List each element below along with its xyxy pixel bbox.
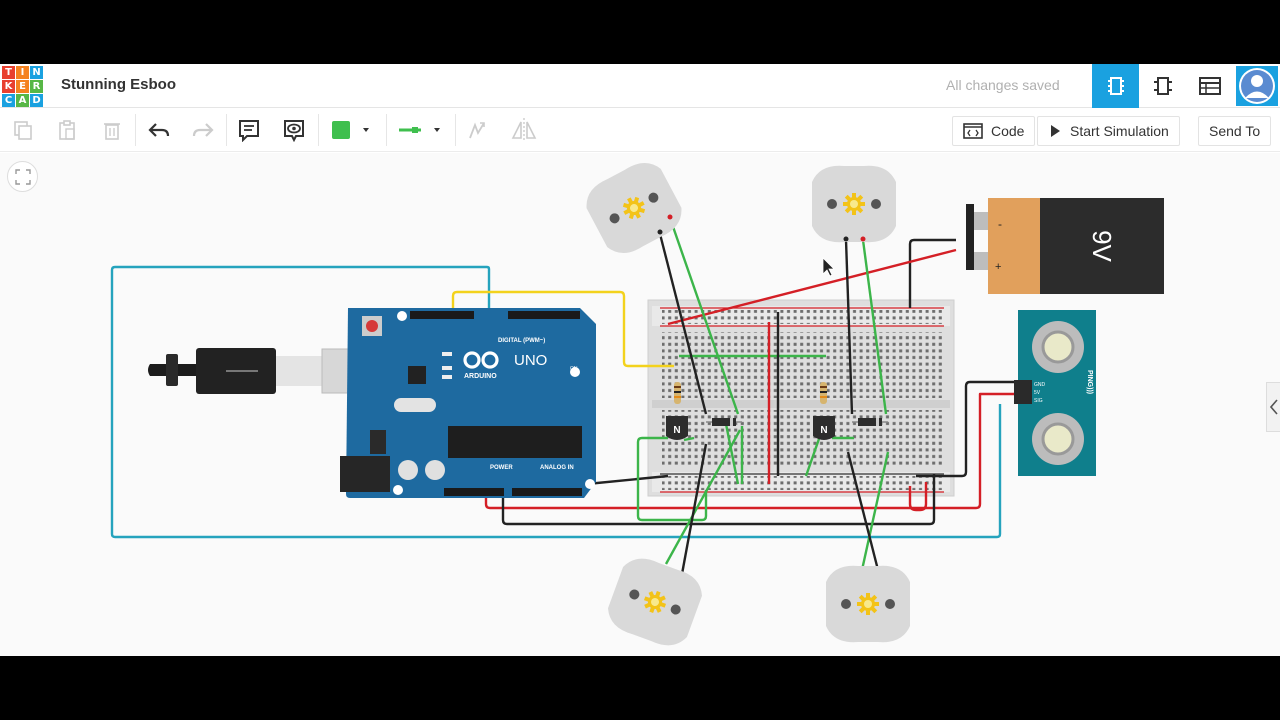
undo-button[interactable]: [143, 108, 175, 152]
notes-visibility-button[interactable]: [279, 108, 309, 152]
edit-toolbar: Code Start Simulation Send To: [0, 108, 1280, 152]
notes-visibility-icon: [284, 120, 304, 142]
redo-icon: [192, 123, 214, 137]
paste-button[interactable]: [52, 108, 82, 152]
wire-type-dropdown[interactable]: [392, 108, 450, 152]
user-avatar[interactable]: [1236, 66, 1278, 106]
circuit-view-button[interactable]: [1092, 64, 1139, 108]
circuit-canvas[interactable]: [0, 153, 1280, 656]
notes-button[interactable]: [234, 108, 264, 152]
logo-letter: T: [2, 66, 15, 79]
notes-icon: [239, 120, 259, 142]
copy-icon: [14, 121, 32, 140]
start-simulation-button[interactable]: Start Simulation: [1037, 116, 1180, 146]
wire-color-dropdown[interactable]: [325, 108, 381, 152]
circuit-view-icon: [1107, 77, 1124, 95]
delete-button[interactable]: [97, 108, 127, 152]
redo-button[interactable]: [187, 108, 219, 152]
rotate-icon: [469, 122, 485, 139]
zoom-to-fit-button[interactable]: [7, 161, 38, 192]
play-icon: [1051, 125, 1060, 137]
chevron-down-icon: [434, 128, 440, 132]
code-button-label: Code: [991, 123, 1025, 139]
undo-icon: [148, 123, 170, 137]
logo-letter: N: [30, 66, 43, 79]
schematic-view-icon: [1153, 77, 1172, 95]
flip-icon: [511, 118, 537, 142]
logo-letter: I: [16, 66, 29, 79]
schematic-view-button[interactable]: [1139, 64, 1186, 108]
chevron-down-icon: [363, 128, 369, 132]
start-simulation-label: Start Simulation: [1070, 123, 1169, 139]
rotate-button[interactable]: [462, 108, 492, 152]
user-icon: [1239, 68, 1275, 104]
logo-letter: A: [16, 94, 29, 107]
code-icon: [963, 123, 983, 139]
logo-letter: E: [16, 80, 29, 93]
copy-button[interactable]: [8, 108, 38, 152]
chevron-left-icon: [1269, 399, 1278, 415]
logo-letter: C: [2, 94, 15, 107]
wire-type-icon: [399, 127, 421, 133]
wire-color-swatch: [332, 121, 350, 139]
delete-icon: [104, 123, 120, 140]
fit-view-icon: [14, 168, 31, 185]
component-list-button[interactable]: [1186, 64, 1233, 108]
project-title[interactable]: Stunning Esboo: [61, 76, 176, 93]
flip-button[interactable]: [508, 108, 540, 152]
save-status: All changes saved: [946, 77, 1060, 93]
logo-letter: K: [2, 80, 15, 93]
paste-icon: [59, 120, 75, 140]
logo-letter: D: [30, 94, 43, 107]
send-to-button[interactable]: Send To: [1198, 116, 1272, 146]
code-button[interactable]: Code: [952, 116, 1036, 146]
logo-letter: R: [30, 80, 43, 93]
component-list-icon: [1198, 77, 1221, 95]
components-panel-toggle[interactable]: [1266, 382, 1280, 432]
send-to-label: Send To: [1209, 123, 1261, 139]
